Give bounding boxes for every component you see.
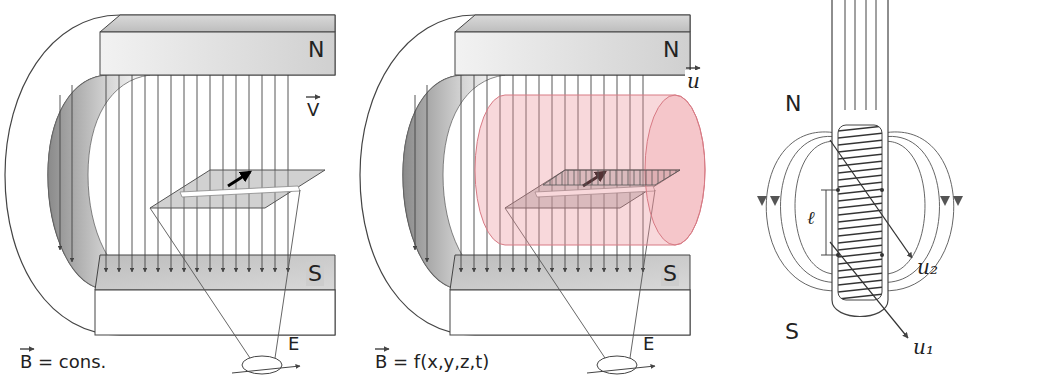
pole-label: N: [308, 38, 324, 62]
field-formula: B = f(x,y,z,t): [375, 352, 489, 372]
emf-label: E: [288, 334, 299, 354]
velocity-label: u₁: [913, 336, 934, 358]
emf-label: E: [643, 334, 654, 354]
velocity-label: u₂: [917, 256, 938, 278]
vector-arrow: [375, 348, 389, 349]
vector-arrow: [20, 348, 34, 349]
pole-label: N: [785, 92, 801, 116]
flux-tube: [475, 95, 705, 245]
velocity-label: V: [305, 100, 321, 120]
vector-arrow: [306, 96, 320, 97]
field-formula: B = cons.: [20, 352, 106, 372]
pole-label: S: [661, 262, 679, 286]
velocity-label: u: [685, 70, 702, 92]
pole-label: N: [663, 38, 679, 62]
magnet-illustration: [5, 15, 335, 374]
pole-label: S: [306, 262, 324, 286]
pole-label: S: [785, 320, 799, 344]
coil-illustration: [757, 0, 963, 338]
length-label: ℓ: [807, 208, 815, 228]
vector-arrow: [686, 67, 700, 68]
